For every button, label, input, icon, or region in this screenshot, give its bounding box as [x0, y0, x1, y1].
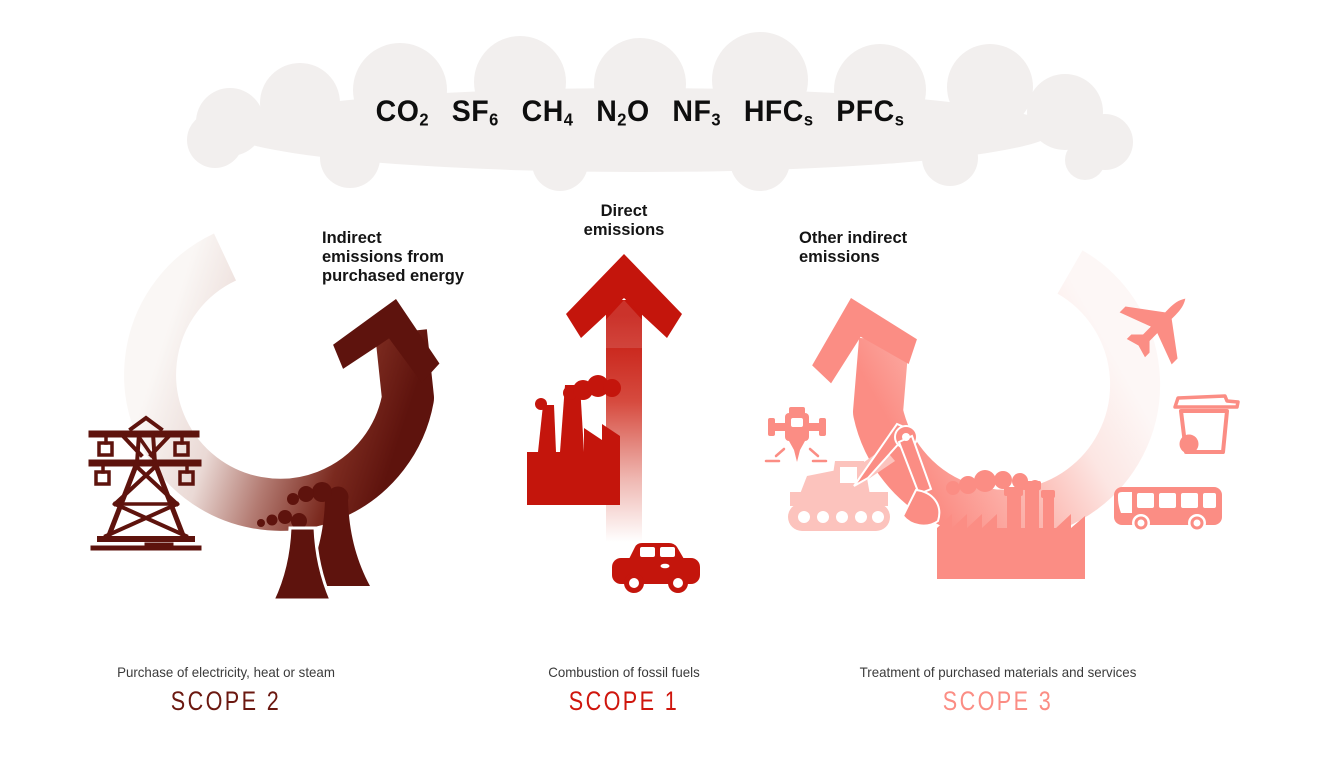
factory-icon-scope1: [527, 375, 621, 505]
scope3-caption: Treatment of purchased materials and ser…: [859, 664, 1137, 680]
gas-label: CO2: [375, 95, 429, 130]
transmission-tower-icon: [88, 415, 202, 551]
gas-label: N2O: [596, 95, 650, 130]
scope1-caption: Combustion of fossil fuels: [548, 664, 700, 680]
gas-label: SF6: [451, 95, 499, 130]
gas-label: NF3: [672, 95, 722, 130]
scope1-title: SCOPE 1: [568, 686, 680, 716]
airplane-icon: [1119, 298, 1186, 365]
cooling-towers-icon: [257, 482, 370, 602]
scope3-title: SCOPE 3: [942, 686, 1054, 716]
excavator-icon: [788, 422, 941, 531]
waste-bin-icon: [1173, 394, 1240, 454]
scope1-straight-arrow: [566, 254, 682, 542]
car-icon: [612, 543, 700, 593]
gas-cloud-icon: [187, 32, 1133, 191]
gas-label: HFCs: [743, 95, 814, 130]
scope2-title: SCOPE 2: [170, 686, 282, 716]
jackhammer-icon: [764, 407, 828, 463]
gas-label: CH4: [521, 95, 574, 130]
scope1-heading: Direct emissions: [583, 201, 665, 239]
scope3-heading: Other indirect emissions: [799, 228, 908, 266]
scope2-curved-arrow: [124, 233, 440, 531]
factory-icon-scope3: [937, 470, 1085, 579]
scope2-caption: Purchase of electricity, heat or steam: [117, 664, 335, 680]
gas-label: PFCs: [836, 95, 905, 130]
scope2-heading: Indirect emissions from purchased energy: [322, 228, 465, 285]
gas-labels: CO2 SF6 CH4 N2O NF3 HFCs PFCs: [298, 95, 982, 130]
bus-icon: [1114, 487, 1222, 532]
